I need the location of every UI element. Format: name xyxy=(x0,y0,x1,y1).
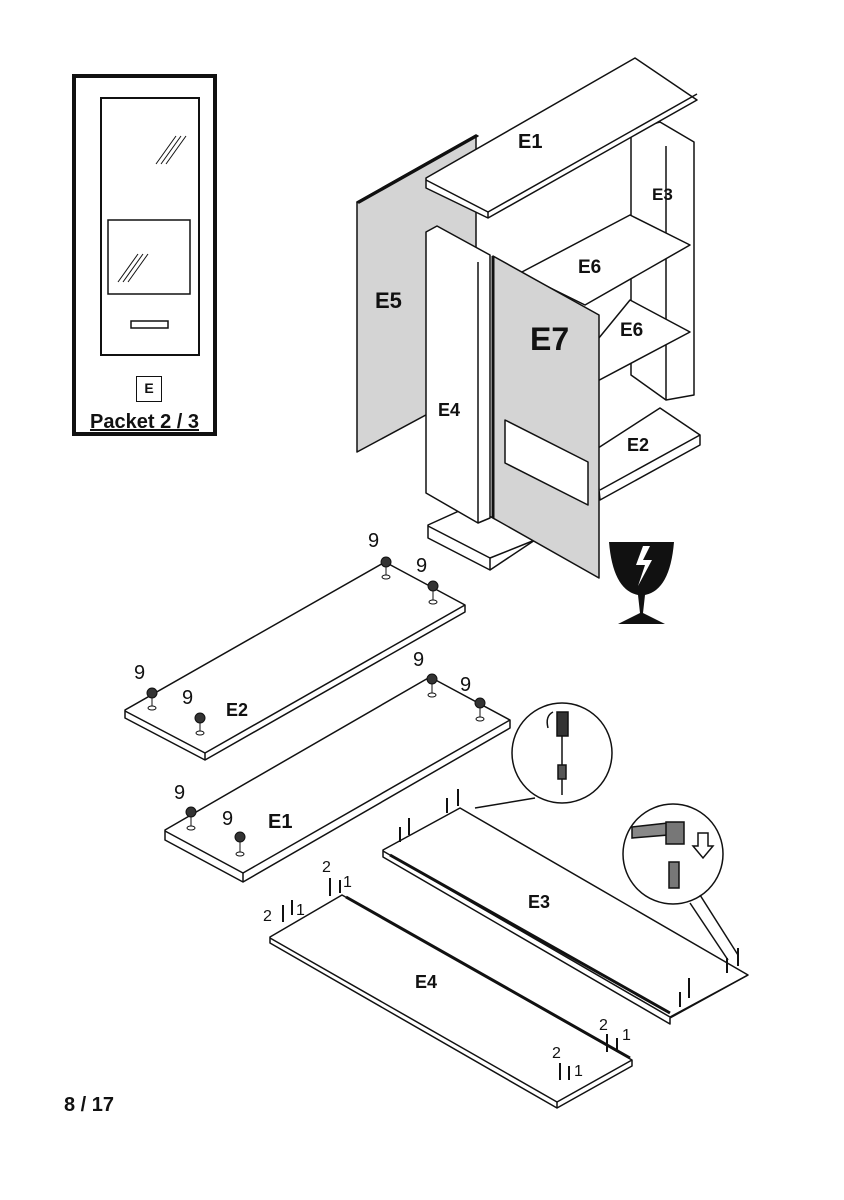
screwdriver-detail-icon xyxy=(474,702,613,809)
label-e4-board: E4 xyxy=(415,972,437,992)
panel-e3-board xyxy=(382,807,749,1025)
part-num-e4-b1: 1 xyxy=(343,874,352,891)
part-num-e4-a2: 2 xyxy=(263,908,272,925)
part-num-e4-a1: 1 xyxy=(296,902,305,919)
cabinet-front-icon xyxy=(100,97,200,356)
part-num-e2-tr1: 9 xyxy=(368,530,379,552)
part-num-e1-tr2: 9 xyxy=(460,674,471,696)
part-num-e2-l2: 9 xyxy=(182,687,193,709)
packet-info-box: E Packet 2 / 3 xyxy=(72,74,217,436)
part-num-e4-d1: 1 xyxy=(622,1027,631,1044)
label-e6-upper: E6 xyxy=(578,257,601,278)
part-num-e1-tr1: 9 xyxy=(413,649,424,671)
fragile-glass-icon xyxy=(609,542,674,624)
label-e1-top: E1 xyxy=(518,131,542,153)
label-e2-board: E2 xyxy=(226,700,248,720)
label-e4-side: E4 xyxy=(438,400,460,420)
packet-label: Packet 2 / 3 xyxy=(90,411,199,433)
packet-letter-badge: E xyxy=(136,376,162,402)
page-number: 8 / 17 xyxy=(64,1094,115,1116)
dowel-insert-detail-icon xyxy=(622,803,739,961)
panel-e4-board xyxy=(269,894,633,1109)
label-e3-side: E3 xyxy=(652,185,673,204)
label-e7: E7 xyxy=(530,321,569,357)
part-num-e4-c1: 1 xyxy=(574,1063,583,1080)
part-num-e4-b2: 2 xyxy=(322,859,331,876)
label-e2-shelf: E2 xyxy=(627,435,649,455)
part-num-e1-l2: 9 xyxy=(222,808,233,830)
label-e1-board: E1 xyxy=(268,811,292,833)
label-e5: E5 xyxy=(375,288,402,313)
part-num-e2-l1: 9 xyxy=(134,662,145,684)
part-num-e4-c2: 2 xyxy=(552,1045,561,1062)
panel-e4-side xyxy=(425,225,491,524)
label-e6-lower: E6 xyxy=(620,320,643,341)
part-num-e2-tr2: 9 xyxy=(416,555,427,577)
label-e3-board: E3 xyxy=(528,892,550,912)
part-num-e4-d2: 2 xyxy=(599,1017,608,1034)
part-num-e1-l1: 9 xyxy=(174,782,185,804)
panel-e1-top xyxy=(425,57,698,219)
